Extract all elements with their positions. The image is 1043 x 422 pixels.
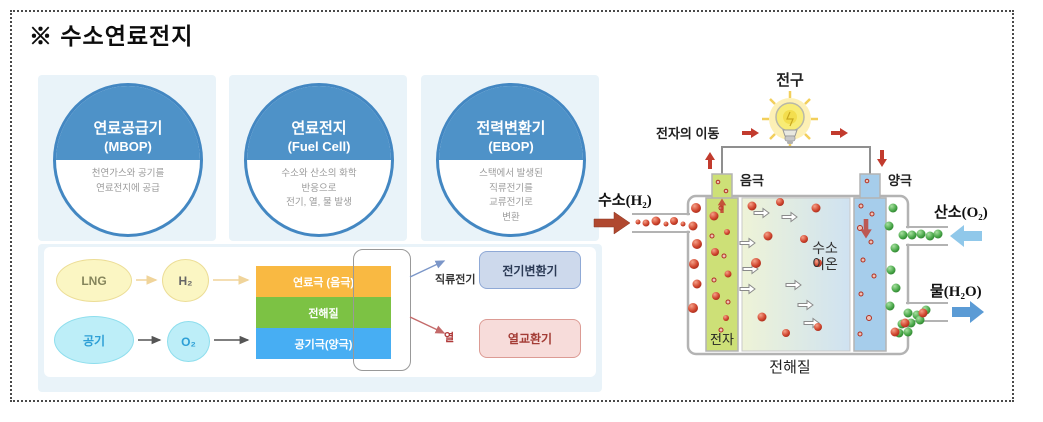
electrolyte-label: 전해질 — [769, 359, 810, 376]
stack-electrolyte-layer: 전해질 — [256, 297, 391, 328]
stage-circle-header: 연료공급기 (MBOP) — [56, 86, 200, 160]
circuit-wire — [721, 146, 871, 175]
water-out-label: 물(H₂O) — [930, 283, 982, 300]
air-node: 공기 — [54, 316, 134, 364]
anode-label: 음극 — [740, 173, 764, 188]
stage-code: (MBOP) — [104, 138, 152, 154]
stage-code: (Fuel Cell) — [287, 138, 351, 154]
flow-diagram: LNG H₂ 공기 O₂ 연료극 (음극) 전해질 공기극(양극) 직류전기 열… — [44, 247, 596, 377]
water-out-arrow — [952, 301, 984, 323]
hydrogen-node: H₂ — [162, 259, 209, 302]
flow-arrows-layer — [136, 260, 446, 345]
stage-circle-fuel-supply: 연료공급기 (MBOP) 천연가스와 공기를 연료전지에 공급 — [53, 83, 203, 237]
stage-circle-power-converter: 전력변환기 (EBOP) 스택에서 발생된 직류전기를 교류전기로 변환 — [436, 83, 586, 237]
page-title: ※ 수소연료전지 — [29, 23, 194, 49]
electron-flow-arrow-right — [831, 128, 848, 138]
stage-circle-header: 연료전지 (Fuel Cell) — [247, 86, 391, 160]
current-down-arrow — [877, 150, 887, 167]
fuel-cell-stack: 연료극 (음극) 전해질 공기극(양극) — [256, 266, 391, 359]
stage-panel-fuel-supply: 연료공급기 (MBOP) 천연가스와 공기를 연료전지에 공급 — [38, 75, 216, 241]
water-particles — [890, 305, 931, 338]
stack-cathode-layer: 공기극(양극) — [256, 328, 391, 359]
stage-description: 스택에서 발생된 직류전기를 교류전기로 변환 — [479, 168, 543, 224]
stack-outline-box — [353, 249, 411, 371]
hydrogen-ion-label-line2: 이온 — [812, 256, 838, 272]
stack-anode-layer: 연료극 (음극) — [256, 266, 391, 297]
cathode-chimney — [859, 173, 881, 201]
stage-name: 연료공급기 — [93, 120, 163, 137]
hydrogen-inlet-pipe — [632, 213, 691, 233]
dc-power-label: 직류전기 — [435, 274, 476, 286]
hydrogen-particles — [635, 178, 877, 337]
stage-circle-header: 전력변환기 (EBOP) — [439, 86, 583, 160]
hydrogen-in-arrow — [593, 211, 631, 235]
hydrogen-in-label: 수소(H₂) — [598, 192, 652, 209]
heat-label: 열 — [444, 332, 455, 344]
hydrogen-ion-label-line1: 수소 — [812, 240, 838, 256]
oxygen-in-arrow — [950, 225, 982, 247]
stage-description: 천연가스와 공기를 연료전지에 공급 — [91, 168, 165, 194]
dc-output-arrow — [409, 260, 446, 278]
anode-electrode — [705, 197, 739, 352]
stage-code: (EBOP) — [488, 138, 534, 154]
bulb-label: 전구 — [776, 72, 804, 89]
flow-panel: LNG H₂ 공기 O₂ 연료극 (음극) 전해질 공기극(양극) 직류전기 열… — [38, 244, 602, 392]
oxygen-particles — [884, 203, 943, 311]
heat-output-arrow — [409, 316, 446, 334]
dotted-border-frame: ※ 수소연료전지 연료공급기 (MBOP) 천연가스와 공기를 연료전지에 공급… — [10, 10, 1014, 402]
electron-flow-label: 전자의 이동 — [656, 126, 719, 141]
oxygen-in-label: 산소(O₂) — [934, 204, 988, 221]
anode-chimney — [711, 173, 733, 201]
light-bulb-icon — [762, 91, 818, 146]
fuel-cell-illustration: 전구 전자의 이동 음극 양극 — [593, 72, 988, 376]
stage-panel-power-converter: 전력변환기 (EBOP) 스택에서 발생된 직류전기를 교류전기로 변환 — [421, 75, 599, 241]
oxygen-node: O₂ — [167, 321, 210, 362]
lng-node: LNG — [56, 259, 132, 302]
electron-flow-arrow-left — [742, 128, 759, 138]
electron-label: 전자 — [710, 332, 734, 347]
power-converter-box: 전기변환기 — [479, 251, 581, 289]
stage-panel-fuel-cell: 연료전지 (Fuel Cell) 수소와 산소의 화학 반응으로 전기, 열, … — [229, 75, 407, 241]
heat-exchanger-box: 열교환기 — [479, 319, 581, 358]
stage-name: 전력변환기 — [476, 120, 546, 137]
stage-description: 수소와 산소의 화학 반응으로 전기, 열, 물 발생 — [281, 168, 357, 209]
current-up-arrow — [705, 152, 715, 169]
stage-name: 연료전지 — [291, 120, 347, 137]
stage-circle-fuel-cell: 연료전지 (Fuel Cell) 수소와 산소의 화학 반응으로 전기, 열, … — [244, 83, 394, 237]
cathode-electrode — [853, 197, 887, 352]
cathode-label: 양극 — [888, 173, 912, 188]
electrolyte-region — [741, 197, 851, 352]
